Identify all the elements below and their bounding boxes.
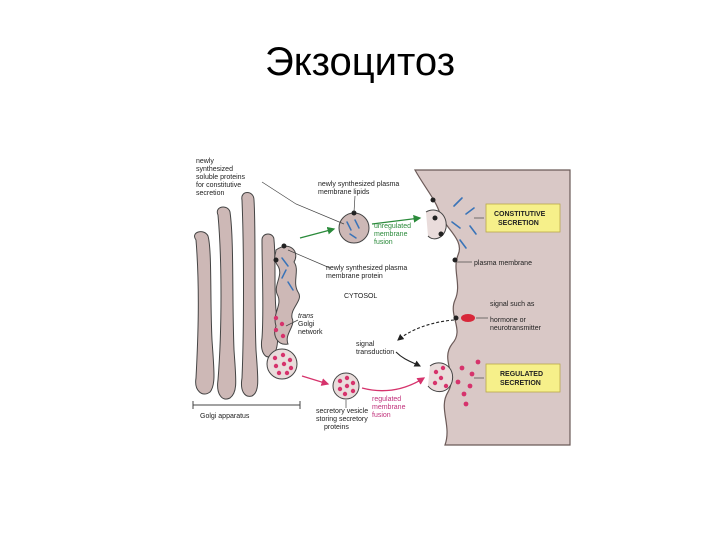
label-signal-such-as: signal such as hormone or neurotransmitt… [490, 301, 542, 332]
label-soluble-proteins: newly synthesized soluble proteins for c… [196, 158, 247, 197]
label-golgi-apparatus: Golgi apparatus [200, 413, 250, 420]
arrow-golgi-to-vesicle [299, 226, 336, 239]
golgi-pink-proteins [273, 315, 286, 339]
trans-golgi-network [274, 245, 300, 345]
plasma-membrane-protein-2 [430, 197, 436, 203]
regulated-fusion-vesicle [427, 362, 454, 392]
signal-receptor [453, 314, 475, 322]
label-membrane-lipids: newly synthesized plasma membrane lipids [318, 181, 401, 196]
golgi-apparatus [194, 192, 279, 400]
golgi-cisterna-3 [241, 192, 259, 397]
label-membrane-protein: newly synthesized plasma membrane protei… [326, 265, 409, 280]
label-leader-lines [261, 181, 488, 408]
regulated-secretion-box [485, 363, 561, 393]
label-regulated-secretion: REGULATED SECRETION [500, 371, 545, 387]
golgi-membrane-proteins [273, 243, 287, 263]
page-title: Экзоцитоз [264, 40, 456, 84]
label-secretory-vesicle: secretory vesicle storing secretory prot… [316, 408, 370, 431]
golgi-cisterna-2 [216, 206, 237, 400]
constitutive-secretion-products [451, 197, 477, 249]
signal-molecule [461, 314, 475, 322]
arrow-signal-transduction [397, 319, 455, 341]
label-unregulated-fusion: unregulated membrane fusion [374, 223, 413, 246]
label-regulated-fusion: regulated membrane fusion [372, 396, 407, 419]
constitutive-vesicle [338, 210, 370, 244]
label-cytosol: CYTOSOL [344, 293, 377, 300]
constitutive-secretion-box [485, 203, 561, 233]
arrow-bud-to-secretory [301, 375, 330, 386]
plasma-membrane-protein [452, 257, 458, 263]
label-trans-golgi: trans Golgi network [298, 313, 323, 336]
arrow-signal-to-vesicle [395, 351, 421, 367]
arrow-vesicle-to-membrane [371, 214, 422, 225]
secretory-vesicle [332, 372, 360, 400]
budding-secretory-vesicle [266, 348, 298, 380]
label-plasma-membrane: plasma membrane [474, 260, 532, 267]
arrow-secretory-to-membrane [361, 377, 426, 392]
constitutive-fusion-site [425, 209, 447, 240]
golgi-lipids [281, 257, 294, 291]
label-constitutive-secretion: CONSTITUTIVE SECRETION [494, 211, 547, 227]
golgi-cisterna-1 [194, 231, 215, 395]
regulated-secretion-products [455, 359, 481, 407]
label-signal-transduction: signal transduction [356, 341, 394, 356]
